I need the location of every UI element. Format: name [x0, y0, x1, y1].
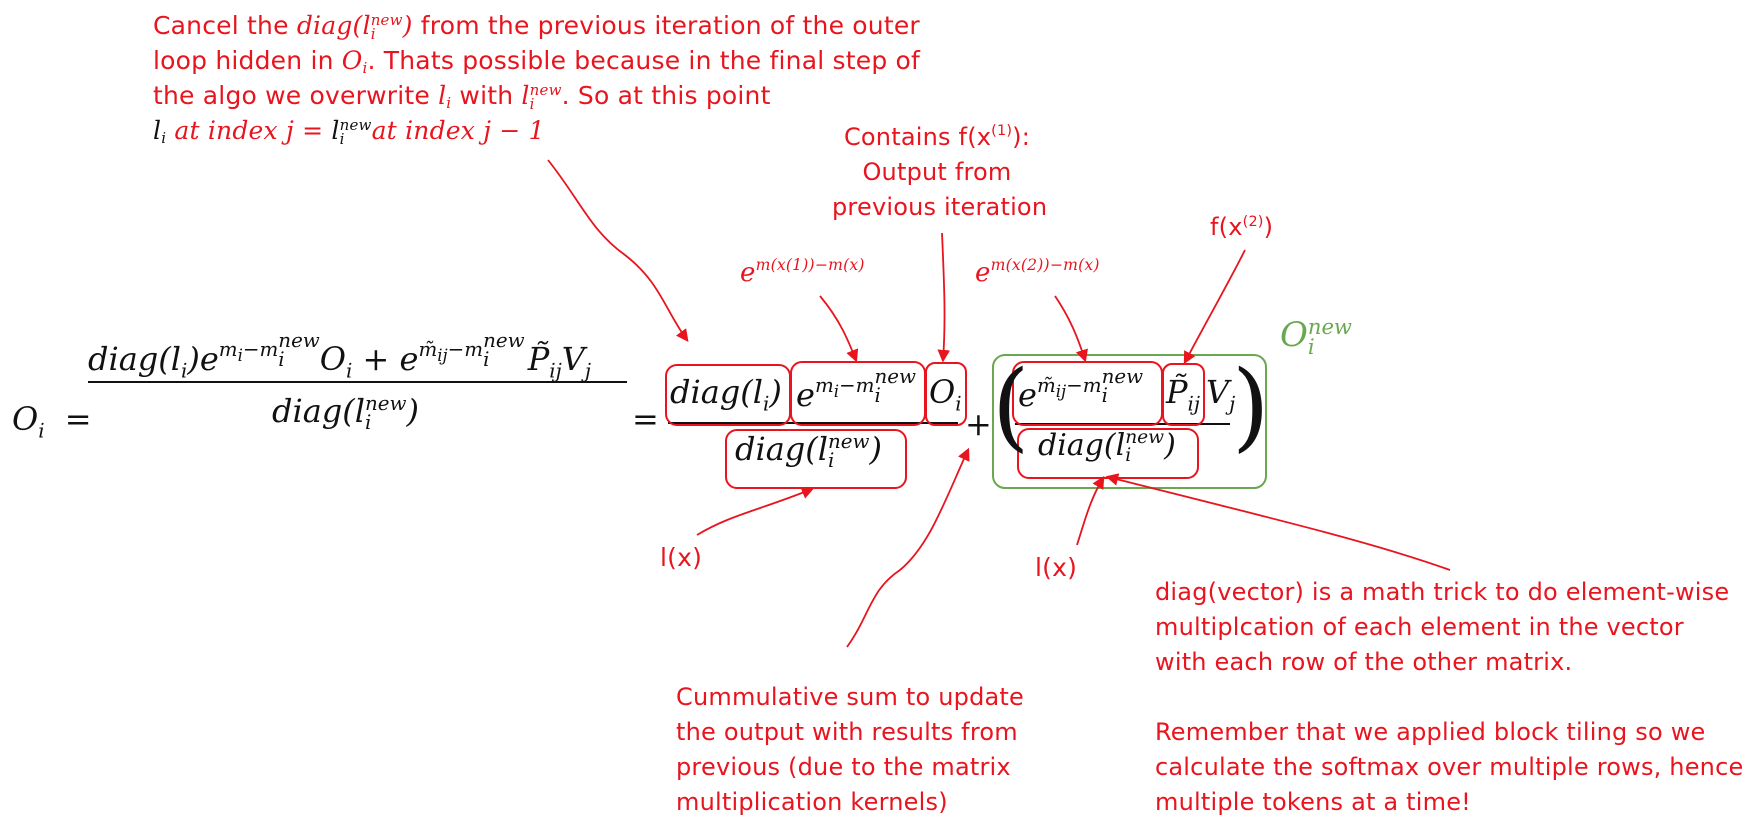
note-math-text: at index j = — [166, 116, 332, 145]
note-text: with — [451, 81, 522, 110]
note-line: Remember that we applied block tiling so… — [1155, 718, 1706, 746]
note-math: Oi — [341, 46, 368, 77]
eq3-V: Vj — [1206, 373, 1236, 416]
eq-plus: + — [965, 405, 992, 443]
note-line: with each row of the other matrix. — [1155, 648, 1573, 676]
note-line: multiplication kernels) — [676, 788, 948, 816]
note-math: li — [438, 81, 452, 112]
eq2-Oi: Oi — [929, 373, 962, 416]
eq-equals-2: = — [632, 400, 659, 438]
box-Oi — [925, 362, 967, 426]
note-line: the output with results from — [676, 718, 1018, 746]
label-exp-1: em(x(1))−m(x) — [740, 256, 865, 288]
arrow-exp2 — [1054, 295, 1088, 363]
note-line: calculate the softmax over multiple rows… — [1155, 753, 1744, 781]
paren-left: ( — [992, 350, 1030, 462]
arrow-cumulative — [846, 447, 970, 648]
note-text: . Thats possible because in the final st… — [367, 46, 921, 75]
arrow-diag-note — [1105, 473, 1451, 571]
note-text: . So at this point — [561, 81, 771, 110]
note-line: previous (due to the matrix — [676, 753, 1011, 781]
note-text: the algo we overwrite — [153, 81, 439, 110]
box-Ptilde — [1162, 363, 1205, 426]
note-line: diag(vector) is a math trick to do eleme… — [1155, 578, 1730, 606]
note-math: li — [153, 116, 167, 147]
eq-lhs: Oi = — [12, 400, 92, 443]
note-contains: Contains f(x(1)): Output from previous i… — [832, 122, 1048, 221]
box-diag-lnew-1 — [725, 429, 907, 489]
note-diag-trick: diag(vector) is a math trick to do eleme… — [1155, 575, 1743, 820]
note-cumulative: Cummulative sum to update the output wit… — [676, 680, 1024, 820]
note-line — [1155, 680, 1743, 715]
arrow-top-note — [547, 159, 689, 343]
arrow-lx-1 — [696, 486, 815, 536]
label-lx-2: l(x) — [1035, 553, 1078, 582]
arrow-fx2 — [1183, 249, 1246, 365]
note-line: Cummulative sum to update — [676, 683, 1024, 711]
note-math-text: at index j − 1 — [371, 116, 545, 145]
eq2-diag-li: diag(li) — [670, 373, 782, 416]
arrow-exp1 — [819, 295, 859, 363]
label-exp-2: em(x(2))−m(x) — [975, 256, 1100, 288]
arrow-contains — [937, 232, 951, 363]
note-line: multiplcation of each element in the vec… — [1155, 613, 1684, 641]
note-text: from the previous iteration of the outer — [412, 11, 920, 40]
box-O-new — [992, 354, 1267, 489]
note-text: loop hidden in — [153, 46, 342, 75]
paren-right: ) — [1232, 350, 1270, 462]
arrow-lx-2 — [1076, 475, 1105, 546]
note-line: multiple tokens at a time! — [1155, 788, 1472, 816]
eq3-P: P̃ij — [1166, 373, 1201, 416]
label-fx2: f(x(2)) — [1210, 213, 1274, 241]
note-text: Cancel the — [153, 11, 297, 40]
label-lx-1: l(x) — [660, 543, 703, 572]
